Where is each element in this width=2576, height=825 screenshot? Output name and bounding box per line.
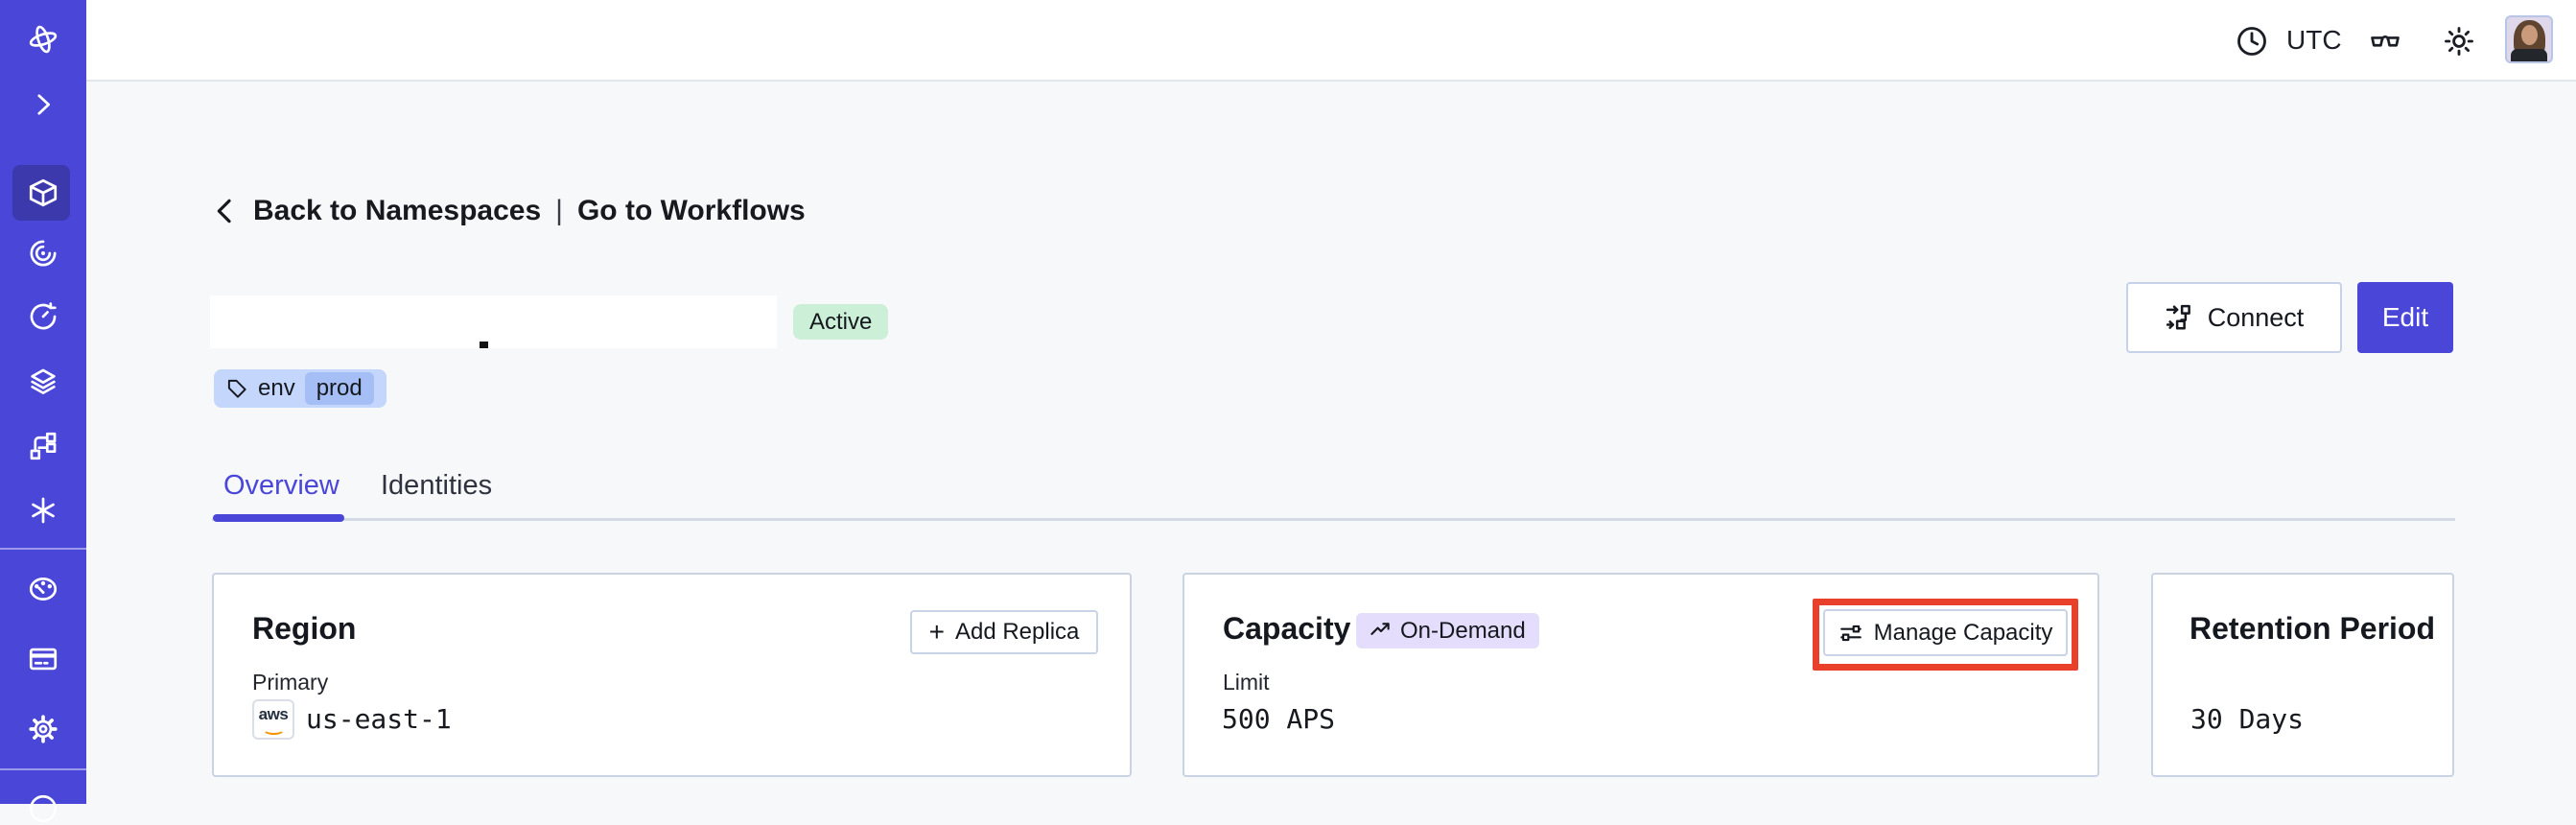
breadcrumb-back-link[interactable]: Back to Namespaces bbox=[253, 195, 542, 226]
plus-icon: + bbox=[928, 617, 945, 647]
namespace-tag[interactable]: env prod bbox=[214, 369, 386, 408]
breadcrumb-workflows-link[interactable]: Go to Workflows bbox=[576, 195, 806, 226]
tab-overview[interactable]: Overview bbox=[223, 470, 340, 501]
sidebar-item-billing-card-icon[interactable] bbox=[27, 643, 59, 675]
timezone-label[interactable]: UTC bbox=[2286, 25, 2342, 55]
limit-label: Limit bbox=[1223, 670, 1270, 695]
sidebar-item-schedules-timer-icon[interactable] bbox=[27, 300, 59, 333]
namespace-title-redacted bbox=[210, 295, 777, 348]
edit-button[interactable]: Edit bbox=[2357, 282, 2453, 353]
breadcrumb: Back to Namespaces | Go to Workflows bbox=[210, 195, 806, 227]
clock-icon[interactable] bbox=[2235, 24, 2269, 59]
aws-logo-text: aws bbox=[258, 705, 289, 723]
manage-capacity-button[interactable]: Manage Capacity bbox=[1823, 609, 2068, 656]
sidebar-divider bbox=[0, 548, 86, 550]
avatar-shirt bbox=[2511, 49, 2547, 61]
tabs-divider-line bbox=[212, 518, 2455, 521]
capacity-card: Capacity On-Demand Manage Capacity Limit… bbox=[1183, 573, 2099, 777]
tab-active-indicator bbox=[213, 514, 344, 522]
top-bar: UTC bbox=[86, 0, 2576, 82]
tag-icon bbox=[227, 379, 246, 398]
user-avatar[interactable] bbox=[2505, 15, 2553, 63]
glasses-icon[interactable] bbox=[2367, 25, 2403, 58]
retention-card-title: Retention Period bbox=[2190, 611, 2436, 646]
redacted-text-fragment bbox=[480, 342, 488, 348]
sidebar-item-deployments-layers-icon[interactable] bbox=[27, 365, 59, 398]
region-card: Region + Add Replica Primary aws us-east… bbox=[212, 573, 1132, 777]
back-chevron-icon[interactable] bbox=[210, 196, 241, 226]
status-badge: Active bbox=[793, 304, 889, 340]
region-card-title: Region bbox=[252, 611, 357, 646]
sidebar-expand-chevron-icon[interactable] bbox=[27, 88, 59, 121]
sidebar-item-namespaces-cube-icon[interactable] bbox=[27, 177, 59, 209]
on-demand-badge: On-Demand bbox=[1356, 613, 1539, 648]
sidebar-item-settings-gear-icon[interactable] bbox=[27, 713, 59, 745]
retention-value: 30 Days bbox=[2190, 703, 2305, 735]
on-demand-label: On-Demand bbox=[1400, 617, 1526, 644]
capacity-limit-value: 500 APS bbox=[1222, 703, 1336, 735]
sidebar-item-batch-asterisk-icon[interactable] bbox=[27, 494, 59, 527]
sidebar bbox=[0, 0, 86, 823]
connect-button-label: Connect bbox=[2207, 302, 2305, 332]
sidebar-item-usage-gauge-icon[interactable] bbox=[27, 573, 59, 605]
manage-capacity-highlight-box bbox=[1813, 599, 2078, 671]
aws-smile-arc bbox=[263, 724, 285, 735]
sliders-icon bbox=[1839, 625, 1862, 641]
sidebar-item-nexus-spiral-icon[interactable] bbox=[27, 237, 59, 270]
sidebar-item-support-icon[interactable] bbox=[27, 792, 59, 825]
add-replica-label: Add Replica bbox=[954, 619, 1080, 645]
breadcrumb-separator: | bbox=[555, 195, 563, 226]
avatar-face bbox=[2521, 25, 2538, 45]
sidebar-item-workflows-branch-icon[interactable] bbox=[27, 430, 59, 462]
manage-capacity-label: Manage Capacity bbox=[1873, 619, 2053, 646]
region-value: us-east-1 bbox=[306, 703, 452, 735]
sidebar-divider bbox=[0, 768, 86, 770]
edit-button-label: Edit bbox=[2381, 302, 2429, 332]
retention-card: Retention Period 30 Days bbox=[2151, 573, 2454, 777]
capacity-card-title: Capacity bbox=[1223, 611, 1351, 646]
tab-identities[interactable]: Identities bbox=[381, 470, 493, 501]
add-replica-button[interactable]: + Add Replica bbox=[910, 610, 1098, 654]
trending-up-icon bbox=[1370, 623, 1390, 635]
tag-value-chip: prod bbox=[304, 372, 374, 405]
primary-label: Primary bbox=[252, 670, 329, 695]
temporal-logo-icon[interactable] bbox=[27, 23, 59, 56]
connect-button[interactable]: Connect bbox=[2126, 282, 2342, 353]
aws-provider-icon: aws bbox=[252, 699, 294, 740]
connect-flow-icon bbox=[2166, 304, 2190, 330]
sun-theme-icon[interactable] bbox=[2442, 24, 2476, 59]
status-badge-label: Active bbox=[809, 308, 873, 335]
tag-key-label: env bbox=[258, 375, 295, 401]
